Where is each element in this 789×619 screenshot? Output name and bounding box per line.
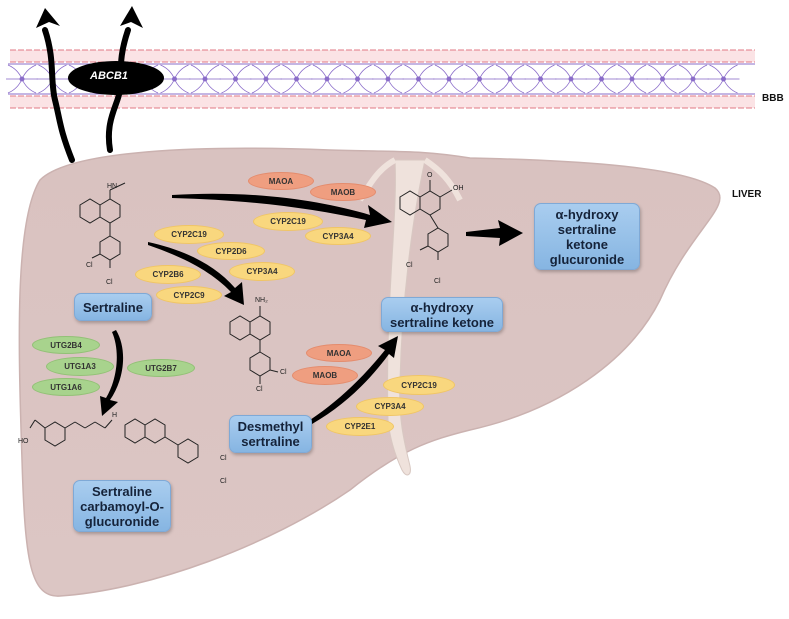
enzyme-cyp2c9: CYP2C9 [156, 286, 222, 304]
atom-label-cl: Cl [280, 369, 287, 376]
arrowhead [120, 6, 143, 28]
atom-label-cl: Cl [220, 478, 227, 485]
efflux-arrow-1 [42, 27, 75, 163]
arrow-desmethyl-to-ketone [310, 336, 398, 424]
atom-label-o: O [427, 172, 433, 179]
enzyme-cyp2d6: CYP2D6 [197, 242, 265, 260]
enzyme-utg1a3: UTG1A3 [46, 357, 114, 376]
astrocyte-icon [158, 64, 191, 94]
sertraline-structure [79, 182, 126, 268]
transport-arrows [36, 6, 164, 163]
enzyme-cyp3a4: CYP3A4 [305, 227, 371, 245]
astrocyte-icon [250, 64, 282, 94]
astrocyte-icon [341, 64, 374, 94]
blood-brain-barrier [6, 49, 755, 109]
astrocyte-icon [372, 64, 404, 94]
atom-label-cl: Cl [434, 278, 441, 285]
astrocyte-icon [280, 64, 313, 94]
ligament-branch [423, 157, 463, 202]
sertraline-box: Sertraline [74, 293, 152, 321]
enzyme-cyp2c19: CYP2C19 [383, 375, 455, 395]
astrocyte-icon [433, 64, 465, 94]
atom-label-oh: OH [453, 185, 464, 192]
desmethyl-structure [229, 306, 279, 384]
astrocyte-icon [189, 64, 221, 94]
bbb-upper-band [10, 50, 755, 62]
astrocyte-icon [616, 64, 648, 94]
arrow-sertraline-to-ketone [172, 193, 392, 228]
enzyme-cyp2b6: CYP2B6 [135, 265, 201, 284]
hydroxy-ketone-box: α-hydroxy sertraline ketone [381, 297, 503, 332]
enzyme-cyp3a4: CYP3A4 [356, 397, 424, 416]
hydroxy-ketone-structure [399, 180, 453, 260]
abcb1-transporter [68, 61, 164, 95]
astrocyte-icon [6, 64, 38, 94]
arrow-sertraline-to-desmethyl [148, 242, 244, 305]
arrow-ketone-to-glucuronide [466, 220, 523, 246]
astrocyte-icon [494, 64, 526, 94]
bbb-label: BBB [762, 93, 784, 104]
enzyme-maoa: MAOA [306, 344, 372, 362]
astrocyte-icon [585, 64, 618, 94]
atom-label-nh: HN [107, 183, 118, 190]
atom-label-h: H [112, 412, 118, 419]
carbamoyl-glucuronide-box: Sertraline carbamoyl-O-glucuronide [73, 480, 171, 532]
astrocyte-icon [555, 64, 587, 94]
enzyme-cyp2c19: CYP2C19 [253, 212, 323, 231]
atom-label-cl: Cl [86, 262, 93, 269]
astrocyte-icon [311, 64, 343, 94]
bbb-lower-band [10, 96, 755, 108]
enzyme-cyp3a4: CYP3A4 [229, 262, 295, 281]
astrocyte-icon [707, 64, 740, 94]
enzyme-maob: MAOB [310, 183, 376, 201]
abcb1-label: ABCB1 [90, 70, 128, 82]
astrocyte-icon [463, 64, 496, 94]
astrocyte-icon [646, 64, 679, 94]
liver-label: LIVER [732, 189, 762, 200]
arrow-sertraline-to-glucuronide [100, 330, 124, 416]
carbamoyl-glucuronide-structure [29, 418, 199, 464]
metabolic-arrows [100, 193, 523, 424]
enzyme-maob: MAOB [292, 366, 358, 385]
desmethyl-sertraline-box: Desmethyl sertraline [229, 415, 312, 453]
atom-label-cl: Cl [406, 262, 413, 269]
enzyme-utg2b4: UTG2B4 [32, 336, 100, 354]
atom-label-ho: HO [18, 438, 29, 445]
astrocyte-icon [402, 64, 435, 94]
atom-label-cl: Cl [256, 386, 263, 393]
astrocyte-icon [524, 64, 557, 94]
arrowhead [36, 8, 60, 28]
enzyme-cyp2e1: CYP2E1 [326, 417, 394, 436]
chemical-structures [29, 180, 453, 464]
enzyme-utg1a6: UTG1A6 [32, 378, 100, 396]
hydroxy-ketone-glucuronide-box: α-hydroxy sertraline ketone glucuronide [534, 203, 640, 270]
atom-label-cl: Cl [106, 279, 113, 286]
enzyme-utg2b7: UTG2B7 [127, 359, 195, 377]
astrocyte-icon [219, 64, 252, 94]
atom-label-cl: Cl [220, 455, 227, 462]
astrocyte-icon [677, 64, 709, 94]
enzyme-cyp2c19: CYP2C19 [154, 225, 224, 244]
enzyme-maoa: MAOA [248, 172, 314, 190]
atom-label-nh2: NH₂ [255, 297, 268, 304]
